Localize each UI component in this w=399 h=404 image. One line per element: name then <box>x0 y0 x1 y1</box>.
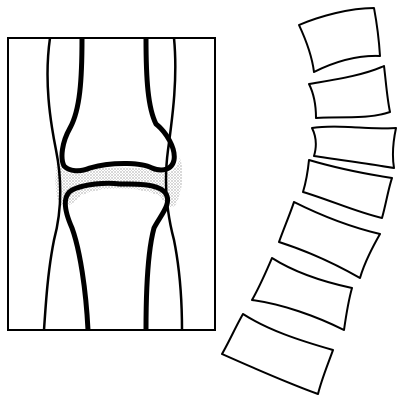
vertebra-4 <box>303 160 392 218</box>
vertebra-2 <box>309 66 390 118</box>
vertebra-1 <box>299 8 380 72</box>
vertebra-6 <box>252 258 352 330</box>
vertebra-7 <box>222 314 333 394</box>
spine-panel <box>222 8 396 394</box>
vertebra-3 <box>312 127 396 168</box>
joint-panel <box>8 38 215 330</box>
